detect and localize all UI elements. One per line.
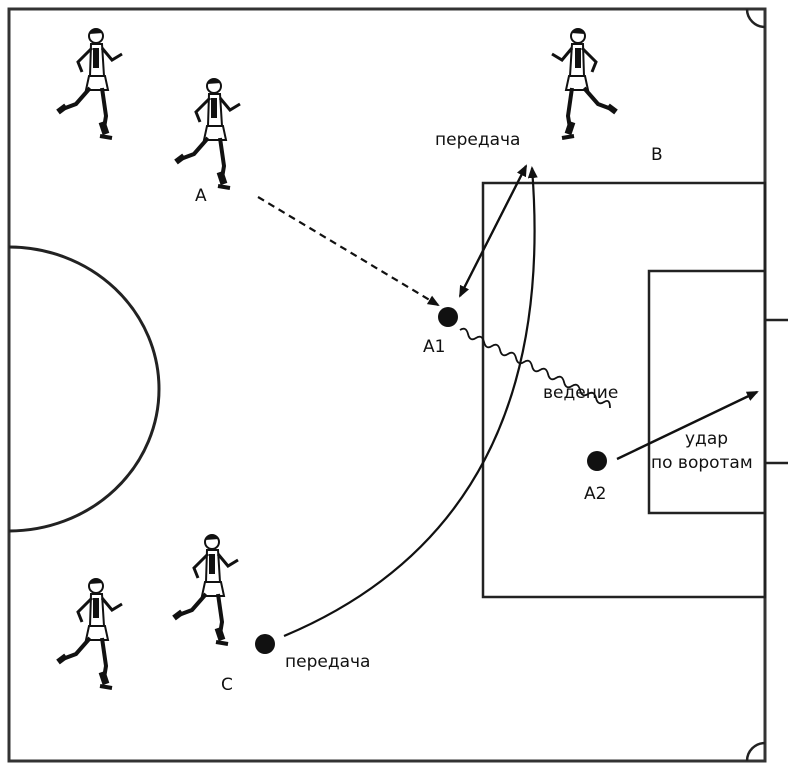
run-path-arrow	[257, 196, 440, 307]
label-dribble: ведение	[543, 383, 618, 403]
ball-a1	[438, 307, 458, 327]
player-figure	[58, 29, 122, 138]
dribble-wavy-line	[459, 327, 611, 409]
label-player-c: C	[221, 675, 233, 695]
goal	[765, 318, 788, 465]
label-pass-top: передача	[435, 130, 520, 150]
goal-area	[647, 269, 767, 515]
ball-a2	[587, 451, 607, 471]
label-player-b: B	[651, 145, 663, 165]
player-figure	[174, 535, 238, 644]
shot-arrow	[616, 390, 759, 461]
player-figure	[552, 29, 616, 138]
ball-c	[255, 634, 275, 654]
long-pass-arc	[283, 166, 538, 638]
player-figure	[176, 79, 240, 188]
corner-arc-top	[745, 8, 766, 29]
label-player-a: A	[195, 186, 207, 206]
label-pass-bottom: передача	[285, 652, 370, 672]
player-figure	[58, 579, 122, 688]
label-point-a2: A2	[584, 484, 606, 504]
pitch-boundary	[7, 7, 767, 763]
center-circle-arc	[8, 245, 161, 533]
label-shot-line2: по воротам	[651, 453, 753, 473]
pass-arrow-a1-to-b	[459, 164, 527, 297]
label-shot-line1: удар	[685, 429, 728, 449]
label-point-a1: A1	[423, 337, 445, 357]
penalty-area	[481, 181, 767, 599]
corner-arc-bottom	[745, 741, 766, 762]
